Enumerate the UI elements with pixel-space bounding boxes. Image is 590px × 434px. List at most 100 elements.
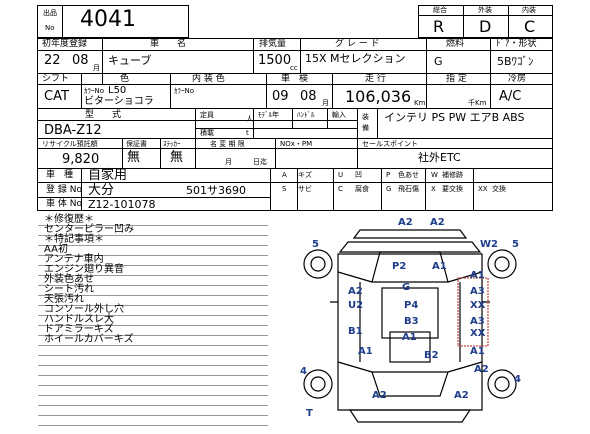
damage-mark: A1 — [470, 346, 485, 357]
color-label: 色 — [120, 74, 130, 84]
name-change-label: 名 変 期 限 — [210, 140, 245, 148]
score-interior: C — [524, 17, 536, 36]
model-value: DBA-Z12 — [44, 123, 102, 138]
price-label: 指 定 — [446, 74, 467, 84]
load-unit: t — [246, 129, 249, 137]
lot-box — [37, 5, 189, 38]
ac-value: A/C — [499, 89, 522, 104]
note-line: 天張汚れ — [44, 294, 84, 305]
chassis-label: 車 体 No — [46, 199, 82, 209]
name-change-day: 日迄 — [253, 158, 267, 166]
model-year-label: ﾓﾃﾞﾙ年 — [258, 111, 279, 119]
legend-key: P — [386, 171, 391, 179]
exhibit-label: 出品 — [43, 9, 57, 17]
damage-mark: A2 — [348, 286, 363, 297]
mileage-unit: Km — [414, 99, 426, 107]
damage-mark: XX — [470, 328, 486, 339]
legend-text: キズ — [298, 171, 312, 179]
damage-mark: B2 — [424, 350, 439, 361]
mileage-label: 走 行 — [365, 74, 386, 84]
legend-text: 色あせ — [398, 171, 419, 179]
damage-mark: A3 — [470, 286, 485, 297]
recycle-label: リサイクル預託額 — [42, 140, 98, 148]
legend-text: 要交換 — [442, 185, 463, 193]
damage-mark: A1 — [470, 270, 485, 281]
corner-letter: T — [306, 408, 313, 419]
load-label: 積載 — [200, 129, 214, 137]
grade-label: グ レ ー ド — [335, 39, 380, 49]
grade-value: 15X Mセレクション — [305, 52, 406, 65]
note-line: アンテナ車内 — [44, 254, 104, 265]
door-value: 5Bﾜｺﾞﾝ — [497, 55, 534, 68]
sticker-label: ｽﾃｯｶｰ — [163, 140, 181, 148]
door-label: ﾄﾞｱ・形状 — [496, 39, 537, 49]
nox-label: NOx・PM — [280, 140, 313, 148]
side-number: 5 — [512, 239, 519, 250]
equip-label: 装備 — [362, 113, 369, 132]
note-line: ハンドルスレ大 — [44, 314, 114, 325]
cc-label: 排気量 — [259, 39, 287, 49]
damage-mark: P2 — [392, 261, 406, 272]
reg-label: 初年度登録 — [42, 39, 88, 49]
warranty-label: 保証書 — [126, 140, 147, 148]
legend-key: G — [386, 185, 392, 193]
legend-key: U — [338, 171, 344, 179]
note-line: AA初 — [44, 244, 68, 255]
legend-text: 交換 — [492, 185, 506, 193]
damage-mark: XX — [470, 300, 486, 311]
sales-point-value: 社外ETC — [418, 151, 461, 164]
legend-key: A — [282, 171, 287, 179]
sticker-value: 無 — [170, 150, 184, 165]
capacity-unit: 人 — [246, 115, 253, 123]
equip-value: インテリ PS PW エアB ABS — [384, 111, 525, 124]
sales-point-label: セールスポイント — [362, 140, 418, 148]
reg-month: 08 — [72, 53, 89, 68]
cc-unit: cc — [290, 64, 298, 72]
legend-key: C — [338, 185, 343, 193]
side-number: 4 — [514, 374, 521, 385]
legend-key: S — [282, 185, 287, 193]
insp-year: 09 — [272, 89, 289, 104]
legend-text: 飛石傷 — [398, 185, 419, 193]
score-overall: R — [433, 17, 445, 36]
mileage-unit-thousand: 千Km — [468, 99, 487, 107]
damage-mark: A1 — [432, 261, 447, 272]
note-line: ドアミラーキズ — [44, 324, 114, 335]
handle-label: ﾊﾝﾄﾞﾙ — [297, 111, 315, 119]
damage-mark: B3 — [404, 316, 419, 327]
damage-mark: A2 — [430, 217, 445, 228]
color-no-label: ｶﾗｰNo — [84, 87, 105, 95]
cc-value: 1500 — [258, 53, 292, 68]
shift-label: シフト — [42, 74, 70, 84]
lot-number: 4041 — [80, 7, 136, 32]
damage-mark: B1 — [348, 326, 363, 337]
int-color-label: 内 装 色 — [192, 74, 225, 84]
car-damage-diagram: A2 A2 W2 P2 A1 A1 A2 A3 G U2 XX P4 B3 B1… — [300, 217, 521, 423]
name-change-month: 月 — [225, 158, 232, 166]
damage-mark: U2 — [348, 300, 363, 311]
side-number: 5 — [312, 239, 319, 250]
int-color-no-label: ｶﾗｰNo — [174, 87, 195, 95]
damage-mark: A3 — [470, 316, 485, 327]
fuel-label: 燃料 — [446, 39, 465, 49]
damage-mark: G — [402, 282, 410, 293]
damage-mark: W2 — [480, 239, 498, 250]
side-number: 4 — [300, 366, 307, 377]
reg-no-number: 501サ3690 — [186, 184, 246, 197]
damage-mark: A1 — [402, 332, 417, 343]
fuel-value: G — [434, 55, 443, 68]
inspection-label: 車 検 — [281, 74, 309, 84]
model-label: 型 式 — [85, 110, 122, 120]
note-line: 外装色あせ — [44, 274, 94, 285]
mileage-value: 106,036 — [345, 87, 412, 106]
vehicle-type-value: 自家用 — [88, 168, 128, 183]
warranty-value: 無 — [127, 150, 141, 165]
chassis-value: Z12-101078 — [88, 198, 156, 211]
damage-mark: A2 — [454, 390, 469, 401]
shift-value: CAT — [44, 89, 69, 104]
capacity-label: 定員 — [200, 111, 214, 119]
reg-month-unit: 月 — [93, 64, 100, 72]
car-name: キューブ — [108, 54, 152, 67]
reg-no-area: 大分 — [88, 183, 115, 198]
ac-label: 冷房 — [508, 74, 527, 84]
